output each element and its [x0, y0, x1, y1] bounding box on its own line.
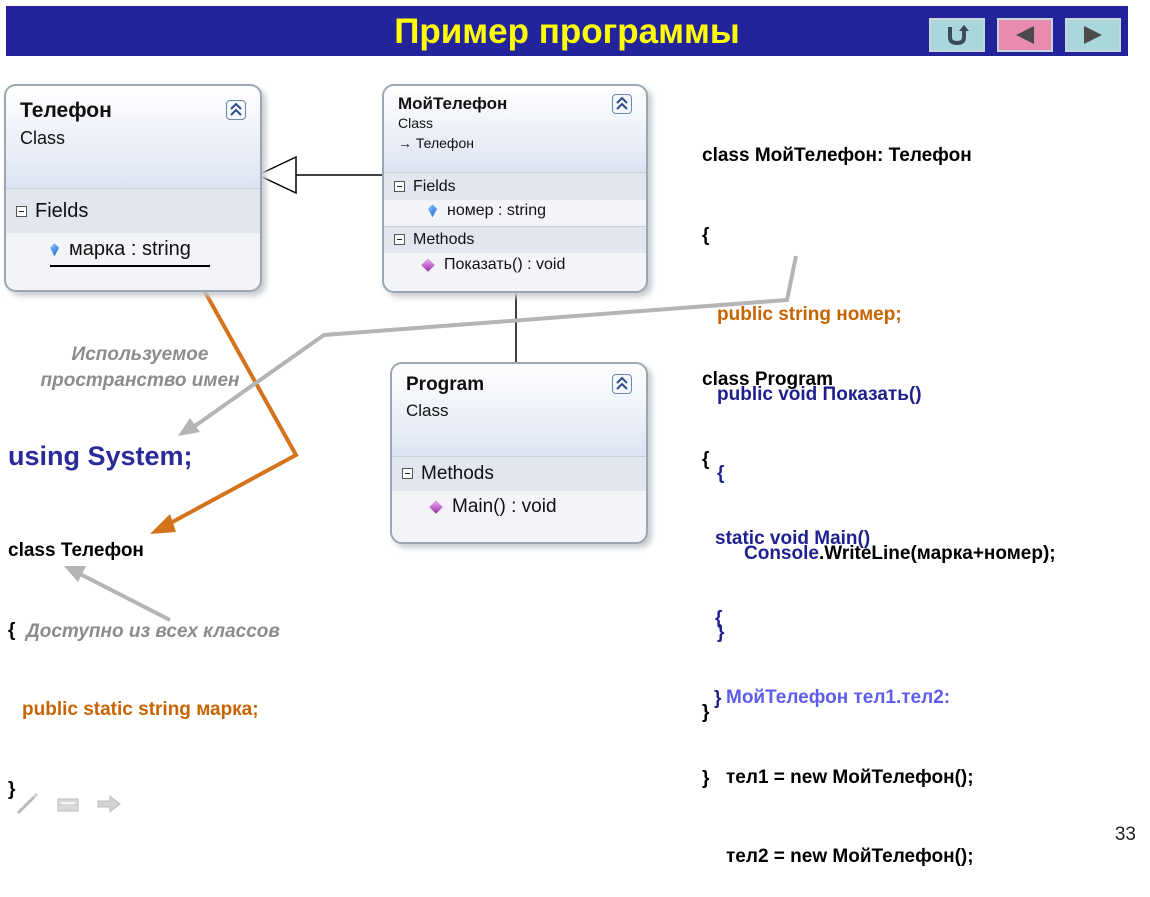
code-line: }: [702, 767, 710, 789]
fields-label: Fields: [413, 178, 456, 195]
uml-header: [384, 86, 646, 172]
next-slide-button[interactable]: [1065, 18, 1121, 52]
field-icon: [428, 204, 437, 218]
methods-section-header[interactable]: Methods: [392, 456, 646, 491]
right-code-block-end: } }: [702, 633, 721, 819]
minus-icon: [402, 468, 413, 480]
collapse-icon[interactable]: [612, 94, 632, 114]
right-code-block-program: class Program { static void Main() { Мой…: [702, 314, 974, 897]
minus-icon: [394, 181, 405, 193]
static-method-icon: [429, 500, 443, 514]
class-name: Телефон: [20, 99, 112, 122]
code-line: {: [702, 224, 710, 246]
code-line: {: [715, 607, 723, 629]
uml-class-moi-telefon: МойТелефон Class → Телефон Fields номер …: [382, 84, 648, 293]
code-line: }: [717, 622, 725, 643]
gray-namespace-arrowhead: [178, 418, 200, 436]
method-item: Main() : void: [429, 496, 557, 518]
previous-slide-button[interactable]: [997, 18, 1053, 52]
class-stereotype: Class: [406, 401, 449, 420]
slide-title: Пример программы: [394, 12, 740, 51]
namespace-annotation: Используемое пространство имен: [40, 344, 240, 391]
code-line: {: [717, 463, 725, 484]
code-line: public void Показать(): [717, 383, 922, 405]
code-line: }: [702, 701, 710, 723]
fields-section-header[interactable]: Fields: [384, 172, 646, 200]
code-line: }: [8, 778, 16, 800]
uml-header: [6, 86, 260, 188]
code-line: static void Main(): [715, 528, 871, 549]
class-name: Program: [406, 374, 485, 395]
field-icon: [50, 243, 59, 257]
inheritance-arrowhead: [256, 155, 297, 195]
code-line: {: [8, 619, 16, 641]
code-line: тел2 = new МойТелефон();: [726, 846, 974, 867]
collapse-icon[interactable]: [226, 100, 246, 120]
code-line: class Телефон: [8, 540, 144, 561]
field-item: номер : string: [428, 202, 546, 220]
fields-section-header[interactable]: Fields: [6, 188, 260, 233]
uml-class-program: Program Class Methods Main() : void: [390, 362, 648, 544]
using-directive: using System;: [8, 441, 193, 471]
code-line: public string номер;: [717, 304, 902, 325]
slideshow-toolbar: [14, 791, 124, 822]
right-code-block: class МойТелефон: Телефон { public strin…: [702, 90, 1056, 753]
code-line: тел1 = new МойТелефон();: [726, 766, 974, 788]
pen-icon[interactable]: [16, 792, 39, 815]
class-name: МойТелефон: [398, 94, 508, 113]
uml-header: [392, 364, 646, 456]
page-number: 33: [1114, 824, 1136, 845]
collapse-icon[interactable]: [612, 374, 632, 394]
return-arrow-icon: [948, 25, 969, 46]
fields-label: Fields: [35, 200, 89, 222]
field-item: марка : string: [50, 238, 210, 267]
methods-label: Methods: [421, 463, 494, 484]
code-line: class Program: [702, 369, 833, 390]
class-stereotype: Class: [398, 115, 434, 131]
code-line: Console.WriteLine(марка+номер);: [702, 541, 1056, 568]
code-line: public static string марка;: [22, 699, 259, 720]
accessible-annotation: Доступно из всех классов: [26, 621, 280, 642]
minus-icon: [16, 206, 27, 218]
code-token: Console: [744, 542, 819, 564]
field-text: марка : string: [69, 238, 191, 260]
code-token: .WriteLine(марка+номер);: [818, 542, 1056, 564]
method-text: Main() : void: [452, 496, 557, 517]
return-button[interactable]: [929, 18, 985, 52]
left-code-block: class Телефон { public static string мар…: [8, 485, 259, 830]
base-class-label: → Телефон: [398, 135, 474, 151]
minus-icon: [394, 234, 405, 246]
code-line: {: [702, 448, 710, 470]
methods-label: Methods: [413, 231, 475, 248]
methods-section-header[interactable]: Methods: [384, 226, 646, 253]
menu-icon[interactable]: [57, 798, 79, 812]
field-text: номер : string: [447, 202, 546, 219]
method-item: Показать() : void: [421, 256, 566, 274]
class-stereotype: Class: [20, 128, 66, 148]
code-line: class МойТелефон: Телефон: [702, 145, 972, 166]
triangle-right-icon: [1084, 26, 1102, 44]
method-text: Показать() : void: [444, 256, 566, 273]
code-line: }: [714, 688, 722, 709]
method-icon: [421, 257, 435, 272]
triangle-left-icon: [1016, 26, 1034, 44]
uml-class-telefon: Телефон Class Fields марка : string: [4, 84, 262, 292]
code-line: МойТелефон тел1.тел2:: [726, 687, 951, 708]
arrow-right-icon[interactable]: [97, 794, 121, 814]
title-bar: Пример программы: [6, 6, 1128, 56]
